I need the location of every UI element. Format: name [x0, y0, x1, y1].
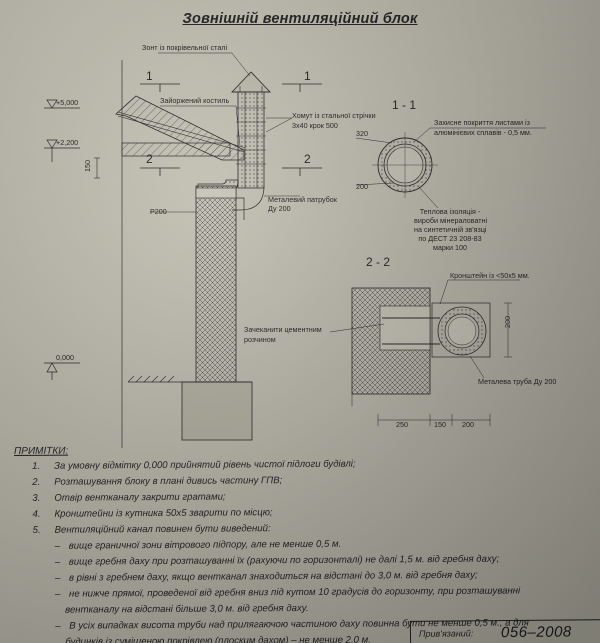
- note-number: 5.: [32, 524, 41, 536]
- callout-clamp-1: Хомут із стальної стрічки: [292, 111, 376, 120]
- callout-crutch: Зайоржений костиль: [160, 96, 230, 105]
- section-2-bracket: Кронштейн із <50x5 мм.: [450, 271, 530, 280]
- subitem-text: вентканалу на відстані більше 3,0 м. від…: [65, 602, 309, 616]
- stamp-label: Прив'язаний:: [418, 628, 474, 639]
- section-mark-2-right: 2: [304, 152, 311, 166]
- section-1-insul-1: Теплова ізоляція -: [419, 207, 481, 216]
- section-2-dim-bottom-3: 200: [462, 420, 474, 429]
- subitem-bullet: –: [54, 556, 61, 568]
- section-mark-2-left: 2: [146, 152, 153, 166]
- section-2-title: 2 - 2: [366, 255, 391, 269]
- floor-slab: [121, 142, 231, 157]
- section-line-2: [140, 167, 322, 176]
- callout-nozzle-2: Ду 200: [268, 204, 291, 213]
- brick-wall: [195, 185, 237, 383]
- subitem-text: не нижче прямої, проведеної від гребня в…: [68, 585, 521, 600]
- subitem-text: вище граничної зони вітрового підпору, а…: [68, 538, 342, 552]
- note-number: 2.: [32, 476, 41, 488]
- level-mark-top: [44, 99, 80, 109]
- callout-nozzle-1: Металевий патрубок: [268, 195, 337, 204]
- subitem-text: вище гребня даху при розташуванні їх (ра…: [68, 553, 500, 568]
- section-1-cover-2: алюмінієвих сплавів - 0,5 мм.: [434, 128, 532, 137]
- section-mark-1-right: 1: [304, 69, 311, 83]
- callout-clamp-2: 3х40 крок 500: [292, 121, 338, 130]
- note-text: За умовну відмітку 0,000 прийнятий рівен…: [54, 458, 356, 472]
- callout-umbrella: Зонт із покрівельної сталі: [142, 43, 228, 52]
- section-1-insul-3: на синтетичній зв'язці: [414, 225, 487, 234]
- note-text: Розташування блоку в плані дивись частин…: [54, 475, 283, 488]
- section-2-dim-bottom-1: 250: [396, 420, 408, 429]
- leaders-left: [150, 52, 300, 213]
- section-1-title: 1 - 1: [392, 98, 417, 112]
- subitem-bullet: –: [54, 572, 61, 584]
- level-mark-zero: [44, 362, 80, 380]
- dim-150: 150: [83, 160, 92, 172]
- section-1-drawing: [355, 127, 546, 209]
- section-1-dim-320: 320: [356, 129, 368, 138]
- section-2-drawing: [329, 279, 520, 426]
- drawing-title: Зовнішній вентиляційний блок: [182, 11, 418, 27]
- title-stamp: Прив'язаний: 056–2008: [409, 619, 600, 643]
- section-2-pipe: Металева труба Ду 200: [478, 377, 557, 386]
- subitem-bullet: –: [54, 588, 61, 600]
- subitem-bullet: –: [54, 540, 61, 552]
- section-1-insul-4: по ДЕСТ 23 208-83: [418, 234, 482, 243]
- section-2-mortar-1: Зачеканити цементним: [244, 325, 322, 334]
- section-2-dim-200: 200: [503, 316, 512, 328]
- level-mark-mid: [44, 139, 80, 162]
- umbrella-cap: [230, 71, 272, 93]
- notes-block: ПРИМІТКИ: 1. За умовну відмітку 0,000 пр…: [14, 442, 600, 643]
- clamp-marks: [236, 107, 266, 165]
- section-1-insul-5: марки 100: [432, 243, 468, 252]
- note-number: 4.: [32, 508, 41, 520]
- note-number: 3.: [32, 492, 41, 504]
- level-top: +5,000: [56, 98, 79, 107]
- level-mid: +2,200: [56, 138, 79, 147]
- level-zero: 0,000: [56, 353, 74, 362]
- foundation: [181, 381, 253, 441]
- note-number: 1.: [32, 460, 41, 472]
- note-text: Отвір вентканалу закрити гратами;: [54, 491, 226, 504]
- section-1-insul-2: вироби мінераловатні: [414, 216, 488, 225]
- section-line-1: [140, 83, 322, 92]
- section-1-cover-1: Захисне покриття листами із: [434, 118, 530, 127]
- section-2-mortar-2: розчином: [244, 335, 276, 344]
- section-mark-1-left: 1: [146, 69, 153, 83]
- stamp-number: 056–2008: [500, 623, 572, 642]
- subitem-text: будинків із суміщеною покрівлею (плоским…: [65, 634, 371, 643]
- subitem-text: в рівні з гребнем даху, якщо вентканал з…: [68, 569, 478, 584]
- section-2-dim-bottom-2: 150: [434, 420, 446, 429]
- subitem-bullet: –: [55, 620, 61, 632]
- section-1-dim-200: 200: [356, 182, 368, 191]
- label-p200: P200: [150, 207, 167, 216]
- note-text: Кронштейни із кутника 50х5 зварити по мі…: [54, 507, 273, 520]
- note-text: Вентиляційний канал повинен бути виведен…: [54, 523, 271, 536]
